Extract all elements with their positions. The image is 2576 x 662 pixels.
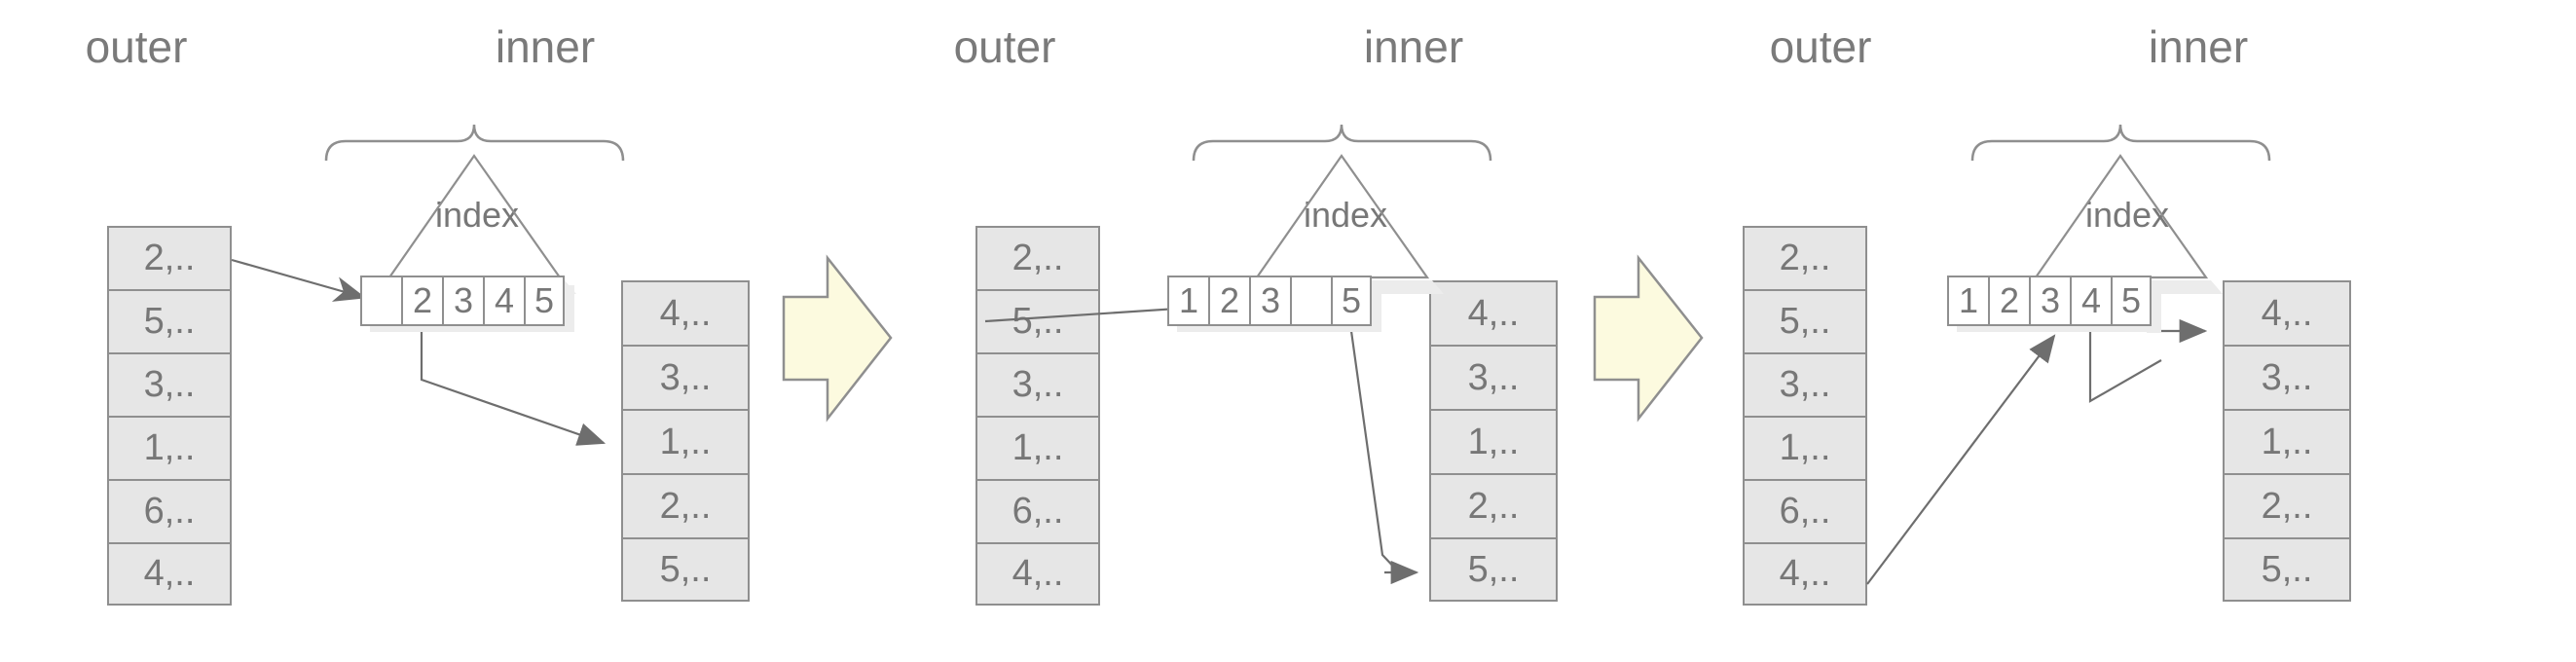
table-row: 2,.. — [1429, 473, 1558, 537]
transition-arrow-1 — [782, 254, 893, 423]
panel-3-outer-title: outer — [1769, 21, 1872, 72]
table-row: 1,.. — [107, 416, 232, 479]
table-row: 2,.. — [1743, 226, 1867, 289]
panel-1-inner-table: 4,.. 3,.. 1,.. 2,.. 5,.. — [621, 280, 750, 602]
panel-2-inner-title: inner — [1363, 21, 1464, 72]
table-row: 6,.. — [975, 479, 1100, 542]
panel-1-index-triangle — [386, 154, 563, 279]
table-row: 4,.. — [2223, 280, 2351, 345]
table-row: 4,.. — [621, 280, 750, 345]
index-cell[interactable]: 3 — [2029, 276, 2070, 326]
table-row: 5,.. — [1429, 537, 1558, 602]
panel-1-index-array: 2 3 4 5 — [360, 276, 574, 332]
panel-3-inner-title: inner — [2148, 21, 2249, 72]
table-row: 5,.. — [621, 537, 750, 602]
table-row: 3,.. — [1429, 345, 1558, 409]
panel-2-index-triangle — [1254, 154, 1430, 279]
panel-2-inner-brace — [1192, 124, 1492, 162]
panel-3-index-label: index — [2084, 195, 2170, 235]
panel-1-emit-connector — [420, 329, 607, 446]
panel-3-emit-connector — [2088, 331, 2162, 403]
index-cell[interactable]: 3 — [442, 276, 483, 326]
panel-2-index-array: 1 2 3 5 — [1167, 276, 1381, 332]
table-row: 1,.. — [1743, 416, 1867, 479]
table-row: 3,.. — [975, 352, 1100, 416]
table-row: 2,.. — [621, 473, 750, 537]
index-cell[interactable]: 5 — [2111, 276, 2152, 326]
panel-3-inner-table: 4,.. 3,.. 1,.. 2,.. 5,.. — [2223, 280, 2351, 602]
panel-1-outer-title: outer — [85, 21, 188, 72]
table-row: 1,.. — [1429, 409, 1558, 473]
panel-3-index-array: 1 2 3 4 5 — [1947, 276, 2161, 332]
index-cell[interactable]: 1 — [1167, 276, 1208, 326]
table-row: 2,.. — [2223, 473, 2351, 537]
index-cell[interactable]: 2 — [1208, 276, 1249, 326]
table-row: 1,.. — [975, 416, 1100, 479]
index-cell[interactable]: 1 — [1947, 276, 1988, 326]
panel-1-inner-title: inner — [495, 21, 596, 72]
table-row: 4,.. — [107, 542, 232, 606]
index-cell[interactable]: 3 — [1249, 276, 1290, 326]
index-cell[interactable]: 4 — [2070, 276, 2111, 326]
index-cell[interactable] — [1290, 276, 1331, 326]
table-row: 3,.. — [1743, 352, 1867, 416]
table-row: 1,.. — [621, 409, 750, 473]
table-row: 5,.. — [2223, 537, 2351, 602]
index-cell[interactable]: 2 — [1988, 276, 2029, 326]
panel-3-outer-table: 2,.. 5,.. 3,.. 1,.. 6,.. 4,.. — [1743, 226, 1867, 606]
panel-3-index-triangle — [2033, 154, 2209, 279]
panel-2-emit-connector — [1349, 330, 1400, 573]
table-row: 6,.. — [107, 479, 232, 542]
table-row: 3,.. — [621, 345, 750, 409]
panel-3-probe-connector — [1866, 334, 2056, 585]
panel-1-outer-table: 2,.. 5,.. 3,.. 1,.. 6,.. 4,.. — [107, 226, 232, 606]
index-cell[interactable] — [360, 276, 401, 326]
index-cell[interactable]: 4 — [483, 276, 524, 326]
index-cell[interactable]: 5 — [524, 276, 565, 326]
table-row: 4,.. — [975, 542, 1100, 606]
table-row: 3,.. — [2223, 345, 2351, 409]
panel-2-outer-title: outer — [953, 21, 1056, 72]
table-row: 1,.. — [2223, 409, 2351, 473]
table-row: 5,.. — [107, 289, 232, 352]
table-row: 5,.. — [1743, 289, 1867, 352]
table-row: 6,.. — [1743, 479, 1867, 542]
panel-2-inner-table: 4,.. 3,.. 1,.. 2,.. 5,.. — [1429, 280, 1558, 602]
panel-1-probe-connector — [231, 258, 367, 302]
transition-arrow-2 — [1593, 254, 1704, 423]
table-row: 3,.. — [107, 352, 232, 416]
table-row: 2,.. — [107, 226, 232, 289]
table-row: 4,.. — [1429, 280, 1558, 345]
panel-3-inner-brace — [1970, 124, 2271, 162]
table-row: 4,.. — [1743, 542, 1867, 606]
index-cell[interactable]: 5 — [1331, 276, 1372, 326]
panel-1-inner-brace — [324, 124, 625, 162]
table-row: 2,.. — [975, 226, 1100, 289]
index-cell[interactable]: 2 — [401, 276, 442, 326]
